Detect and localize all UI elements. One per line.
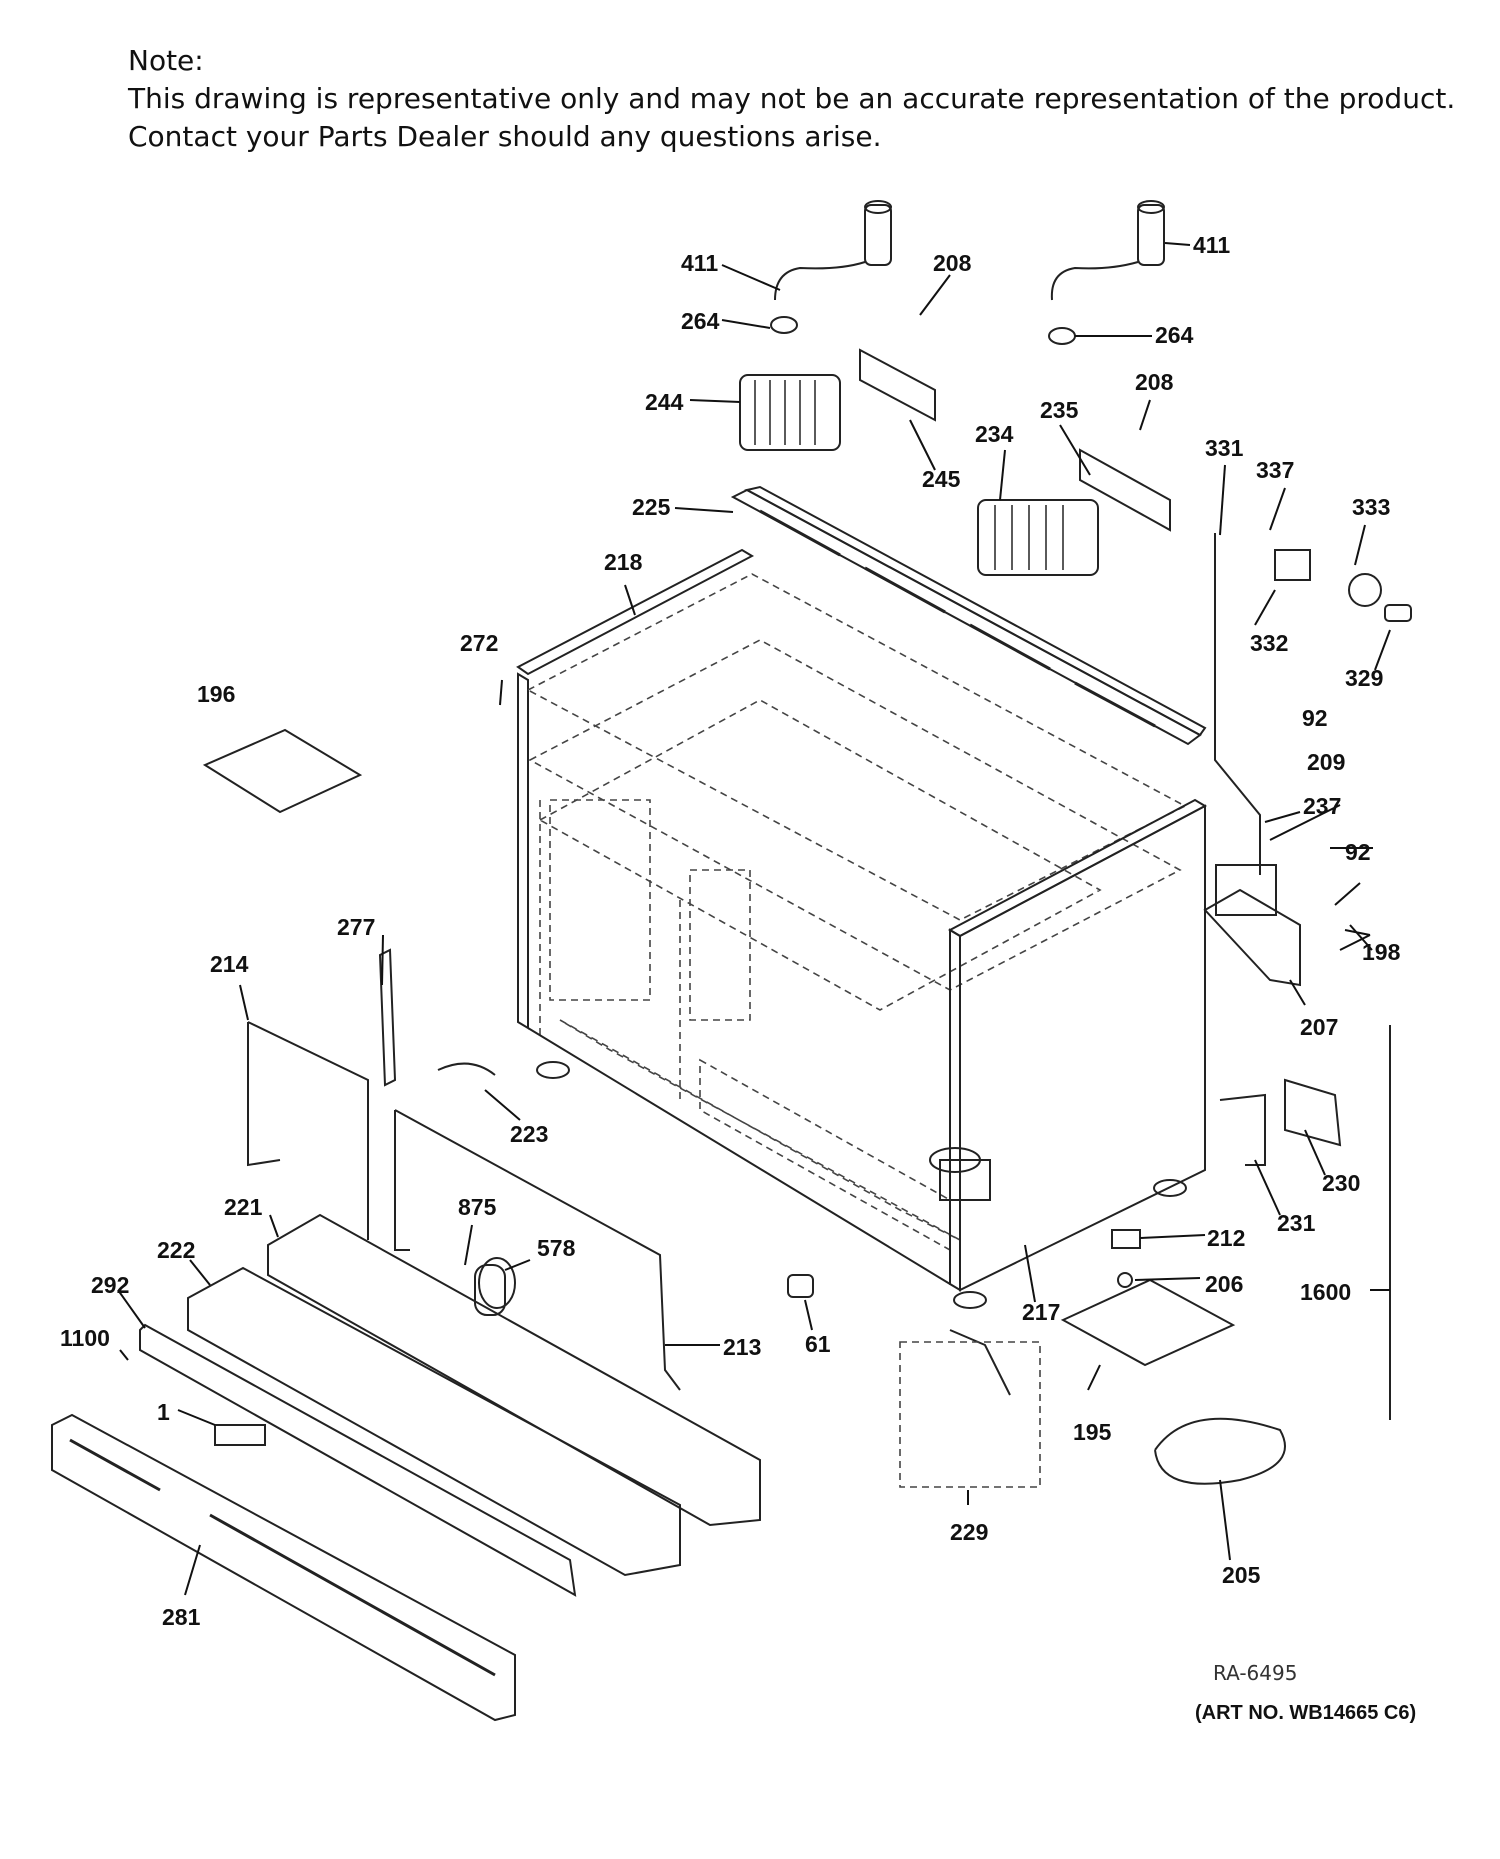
part-labels: 411 411 264 264 208 208 244 245 235 234 … xyxy=(60,232,1401,1630)
label-206: 206 xyxy=(1205,1271,1243,1297)
label-230: 230 xyxy=(1322,1170,1360,1196)
label-411-left: 411 xyxy=(681,250,718,276)
exhaust-duct-left xyxy=(770,200,892,334)
label-222: 222 xyxy=(157,1237,195,1263)
label-205: 205 xyxy=(1222,1562,1261,1588)
control-boards xyxy=(202,728,1301,1367)
label-292: 292 xyxy=(91,1272,129,1298)
brackets-and-rods xyxy=(378,948,1391,1420)
label-209: 209 xyxy=(1307,749,1345,775)
label-208-right: 208 xyxy=(1135,369,1174,395)
label-331: 331 xyxy=(1205,435,1244,461)
label-92-lower: 92 xyxy=(1345,839,1371,865)
label-225: 225 xyxy=(632,494,671,520)
blower-fan-left xyxy=(739,348,936,451)
label-333: 333 xyxy=(1352,494,1390,520)
label-92-upper: 92 xyxy=(1302,705,1328,731)
label-213: 213 xyxy=(723,1334,761,1360)
blower-fan-right xyxy=(977,448,1171,576)
disclaimer-note: Note: This drawing is representative onl… xyxy=(128,42,1455,156)
label-332: 332 xyxy=(1250,630,1288,656)
label-244: 244 xyxy=(645,389,684,415)
label-198: 198 xyxy=(1362,939,1401,965)
label-264-left: 264 xyxy=(681,308,720,334)
label-272: 272 xyxy=(460,630,498,656)
label-237: 237 xyxy=(1303,793,1341,819)
rear-frame-wires xyxy=(247,1021,681,1391)
label-61: 61 xyxy=(805,1331,831,1357)
art-number: (ART NO. WB14665 C6) xyxy=(1195,1702,1417,1724)
label-223: 223 xyxy=(510,1121,548,1147)
label-245: 245 xyxy=(922,466,961,492)
exhaust-duct-right xyxy=(1048,200,1165,345)
label-1100: 1100 xyxy=(60,1325,110,1351)
label-196: 196 xyxy=(197,681,235,707)
label-217: 217 xyxy=(1022,1299,1060,1325)
note-heading: Note: xyxy=(128,44,204,77)
label-229: 229 xyxy=(950,1519,988,1545)
label-1: 1 xyxy=(157,1399,170,1425)
gas-pipe-assembly xyxy=(1214,533,1412,875)
note-line-2: Contact your Parts Dealer should any que… xyxy=(128,120,882,153)
label-195: 195 xyxy=(1073,1419,1112,1445)
note-line-1: This drawing is representative only and … xyxy=(128,82,1456,115)
label-212: 212 xyxy=(1207,1225,1245,1251)
label-208-left: 208 xyxy=(933,250,972,276)
label-281: 281 xyxy=(162,1604,201,1630)
label-411-right: 411 xyxy=(1193,232,1230,258)
label-234: 234 xyxy=(975,421,1014,447)
cabinet-body xyxy=(516,485,1208,1309)
label-1600: 1600 xyxy=(1300,1279,1351,1305)
label-875: 875 xyxy=(458,1194,497,1220)
label-329: 329 xyxy=(1345,665,1383,691)
label-207: 207 xyxy=(1300,1014,1338,1040)
label-337: 337 xyxy=(1256,457,1294,483)
label-231: 231 xyxy=(1277,1210,1316,1236)
label-218: 218 xyxy=(604,549,643,575)
label-578: 578 xyxy=(537,1235,576,1261)
reference-code: RA-6495 xyxy=(1213,1661,1298,1685)
label-264-right: 264 xyxy=(1155,322,1194,348)
misc-small-parts xyxy=(474,1147,1286,1488)
leader-lines xyxy=(117,242,1391,1596)
label-235: 235 xyxy=(1040,397,1079,423)
label-277: 277 xyxy=(337,914,375,940)
label-221: 221 xyxy=(224,1194,263,1220)
kick-panels xyxy=(51,1213,761,1722)
label-214: 214 xyxy=(210,951,249,977)
